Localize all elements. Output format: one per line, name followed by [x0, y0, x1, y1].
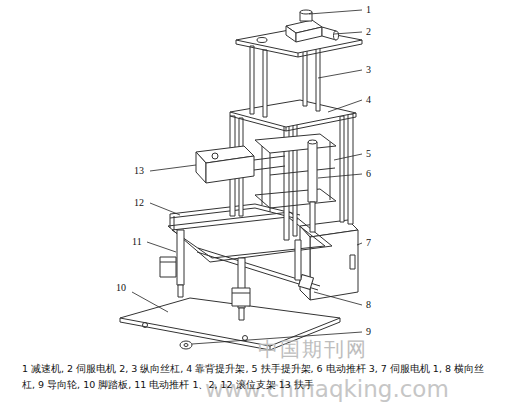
- guide-wheel: [180, 341, 192, 349]
- callout-number: 13: [134, 165, 144, 177]
- callout-number: 1: [366, 4, 371, 16]
- callout-number: 6: [366, 168, 371, 180]
- callout-number: 11: [132, 236, 142, 248]
- figure-caption: 1 减速机, 2 伺服电机 2, 3 纵向丝杠, 4 靠背提升架, 5 扶手提升…: [22, 361, 492, 393]
- lower-frame: [160, 212, 332, 320]
- callout-number: 10: [116, 282, 126, 294]
- electric-push-rod: [308, 140, 317, 232]
- callout-number: 3: [366, 64, 371, 76]
- transverse-lead-screw: [197, 248, 320, 290]
- armrest: [196, 146, 285, 183]
- callout-number: 5: [366, 148, 371, 160]
- callout-number: 2: [366, 26, 371, 38]
- backrest-lift-plate: [230, 100, 356, 131]
- top-plate: [236, 28, 362, 57]
- watermark: 中国期刊网: [258, 336, 368, 363]
- callout-number: 12: [134, 197, 144, 209]
- leader-lines: [132, 10, 362, 344]
- armrest-lift-frame: [255, 134, 336, 212]
- callout-number: 9: [366, 326, 371, 338]
- callout-number: 8: [366, 299, 371, 311]
- callout-number: 7: [366, 237, 371, 249]
- reducer-and-servo-motor: [286, 10, 339, 42]
- callout-number: 4: [366, 94, 371, 106]
